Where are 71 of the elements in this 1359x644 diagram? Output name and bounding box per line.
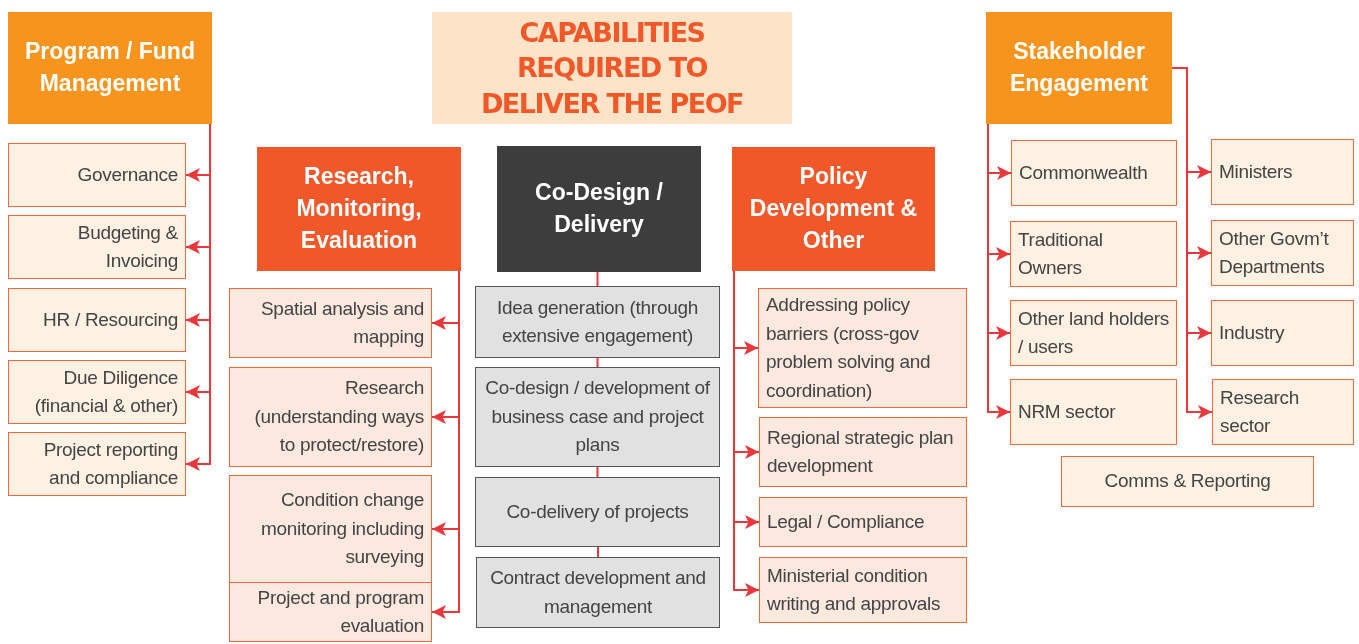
capability-text: Budgeting & Invoicing <box>76 220 178 273</box>
capability-box <box>1061 456 1314 507</box>
category-box <box>732 147 935 271</box>
capability-box <box>475 286 720 358</box>
capability-text: Legal / Compliance <box>767 509 925 534</box>
capability-text: Other land holders / users <box>1018 306 1169 359</box>
arrow <box>733 270 760 597</box>
capability-box <box>1011 140 1177 206</box>
capability-box <box>229 475 432 583</box>
capability-text: Spatial analysis and mapping <box>260 296 424 349</box>
capability-text: Co-design / development of business case and project plans <box>484 376 711 458</box>
capability-box <box>475 367 720 467</box>
arrow <box>431 270 460 619</box>
capability-text: Due Diligence (financial & other) <box>33 365 178 418</box>
capability-box <box>476 557 720 628</box>
capability-text: Governance <box>77 162 178 187</box>
capability-text: Commonwealth <box>1019 160 1148 185</box>
capability-text: Research sector <box>1220 385 1300 438</box>
capability-text: Industry <box>1219 320 1285 345</box>
connector-line <box>597 546 599 558</box>
category-heading: Research, Monitoring, Evaluation <box>295 162 423 255</box>
capability-box <box>8 143 186 207</box>
capability-box <box>229 367 432 467</box>
capability-text: Project reporting and compliance <box>42 437 178 490</box>
category-box <box>986 12 1172 124</box>
capability-text: Traditional Owners <box>1018 227 1104 280</box>
capability-text: Idea generation (through extensive engagement) <box>496 295 699 348</box>
capability-text: NRM sector <box>1018 399 1116 424</box>
capability-box <box>1010 300 1177 366</box>
connector-line <box>596 466 599 478</box>
capability-box <box>475 477 720 547</box>
capability-text: Project and program evaluation <box>256 585 424 638</box>
category-heading: Program / Fund Management <box>24 37 196 98</box>
arrow <box>185 123 211 471</box>
capability-box <box>1212 379 1354 445</box>
capability-text: Research (understanding ways to protect/restore) <box>253 376 424 458</box>
capability-text: Condition change monitoring including surveying <box>260 488 424 570</box>
capability-text: HR / Resourcing <box>43 307 178 332</box>
category-heading: Policy Development & Other <box>748 162 919 255</box>
capability-box <box>229 582 432 642</box>
connector-line <box>596 271 599 287</box>
capability-text: Co-delivery of projects <box>506 499 689 524</box>
capability-box <box>8 360 186 424</box>
connector-line <box>596 357 599 368</box>
capability-text: Comms & Reporting <box>1104 469 1271 494</box>
capability-box <box>1211 139 1354 205</box>
category-box <box>497 146 701 272</box>
capability-box <box>759 417 967 487</box>
arrow <box>987 123 1011 419</box>
category-heading: Co-Design / Delivery <box>534 178 664 239</box>
capability-box <box>1211 220 1354 286</box>
capability-box <box>1010 379 1177 445</box>
title: CAPABILITIES REQUIRED TO DELIVER THE PEOF <box>479 16 745 121</box>
capability-box <box>758 288 967 408</box>
capability-box <box>1211 300 1354 366</box>
capability-text: Contract development and management <box>489 566 707 619</box>
category-box <box>8 12 212 124</box>
capability-text: Addressing policy barriers (cross-gov problem solving and coordination) <box>766 293 932 403</box>
capability-text: Regional strategic plan development <box>767 425 955 478</box>
capability-box <box>1010 221 1177 287</box>
capability-text: Ministers <box>1219 159 1293 184</box>
category-box <box>257 147 461 271</box>
capability-text: Ministerial condition writing and approvals <box>767 563 942 616</box>
capability-box <box>8 432 186 496</box>
capability-box <box>759 557 967 623</box>
capability-box <box>8 215 186 279</box>
category-heading: Stakeholder Engagement <box>1009 37 1149 98</box>
capability-box <box>229 288 432 358</box>
capability-box <box>8 288 186 352</box>
capability-box <box>759 497 967 547</box>
capability-text: Other Govm’t Departments <box>1219 226 1330 279</box>
